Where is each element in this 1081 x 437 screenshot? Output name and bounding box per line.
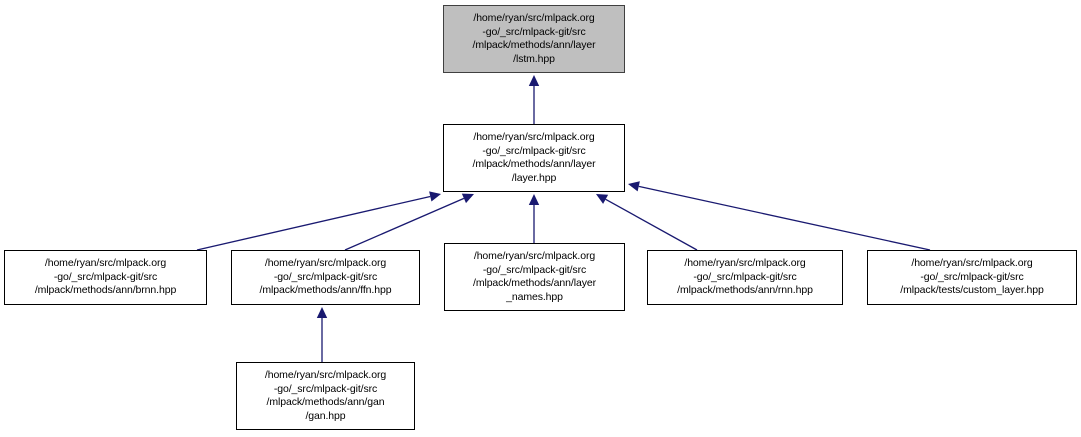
graph-node-gan[interactable]: /home/ryan/src/mlpack.org -go/_src/mlpac… bbox=[236, 362, 415, 430]
edge-arrowhead-gan-to-ffn bbox=[316, 307, 328, 318]
graph-node-label-lstm: /home/ryan/src/mlpack.org -go/_src/mlpac… bbox=[472, 12, 596, 65]
graph-node-label-layer_names: /home/ryan/src/mlpack.org -go/_src/mlpac… bbox=[473, 250, 596, 303]
graph-node-label-rnn: /home/ryan/src/mlpack.org -go/_src/mlpac… bbox=[677, 257, 813, 297]
edge-line-brnn-to-layer bbox=[196, 195, 431, 251]
edge-arrowhead-layer_names-to-layer bbox=[528, 194, 540, 205]
graph-node-label-layer: /home/ryan/src/mlpack.org -go/_src/mlpac… bbox=[472, 131, 596, 184]
edge-arrowhead-rnn-to-layer bbox=[596, 194, 609, 204]
graph-node-layer_names[interactable]: /home/ryan/src/mlpack.org -go/_src/mlpac… bbox=[444, 243, 625, 311]
graph-node-lstm[interactable]: /home/ryan/src/mlpack.org -go/_src/mlpac… bbox=[443, 5, 625, 73]
graph-node-layer[interactable]: /home/ryan/src/mlpack.org -go/_src/mlpac… bbox=[443, 124, 625, 192]
edge-arrowhead-layer-to-lstm bbox=[528, 75, 540, 86]
graph-node-ffn[interactable]: /home/ryan/src/mlpack.org -go/_src/mlpac… bbox=[231, 250, 420, 305]
graph-node-label-brnn: /home/ryan/src/mlpack.org -go/_src/mlpac… bbox=[34, 257, 177, 297]
edge-arrowhead-ffn-to-layer bbox=[461, 193, 474, 204]
edge-line-custom_layer-to-layer bbox=[638, 185, 931, 251]
edge-arrowhead-custom_layer-to-layer bbox=[628, 181, 640, 192]
graph-node-brnn[interactable]: /home/ryan/src/mlpack.org -go/_src/mlpac… bbox=[4, 250, 207, 305]
graph-node-custom_layer[interactable]: /home/ryan/src/mlpack.org -go/_src/mlpac… bbox=[867, 250, 1077, 305]
edge-arrowhead-brnn-to-layer bbox=[429, 191, 441, 202]
graph-node-label-custom_layer: /home/ryan/src/mlpack.org -go/_src/mlpac… bbox=[900, 257, 1044, 297]
graph-node-label-ffn: /home/ryan/src/mlpack.org -go/_src/mlpac… bbox=[259, 257, 392, 297]
graph-node-label-gan: /home/ryan/src/mlpack.org -go/_src/mlpac… bbox=[264, 369, 387, 422]
graph-node-rnn[interactable]: /home/ryan/src/mlpack.org -go/_src/mlpac… bbox=[647, 250, 843, 305]
